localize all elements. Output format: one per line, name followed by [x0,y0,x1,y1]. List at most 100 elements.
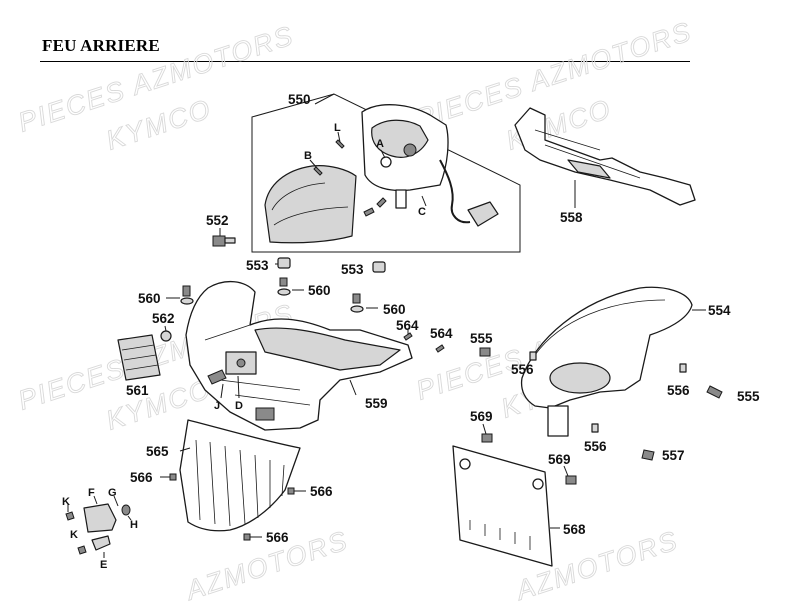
washer [350,305,364,313]
clip-556b [679,363,687,373]
license-plate-568 [452,445,560,567]
bracket-plate [567,159,611,179]
rear-fender-559 [185,281,413,431]
callout-d: D [235,400,243,412]
leader-line [349,379,357,396]
bolt [352,293,361,304]
lens-ridges [271,182,349,226]
leader-line [309,159,318,169]
part-number-553: 553 [246,258,269,273]
bolt-560c [350,293,378,313]
screw-b [313,166,323,176]
bolt-shank [224,237,236,244]
screw-566c [243,533,262,541]
leader-line [421,195,427,207]
part-number-561: 561 [126,383,149,398]
leader-line [164,325,167,332]
washer [277,288,291,296]
socket-hole [236,358,246,368]
fender-tab [255,407,275,421]
leader-line [482,423,487,435]
fender-hole [549,362,611,394]
screw [435,344,445,353]
screw-564b [435,344,445,353]
leader-line [127,515,132,521]
part-number-558: 558 [560,210,583,225]
screw-l [335,139,345,149]
wire-harness [439,159,471,224]
bulb-a [380,156,392,168]
bolt-560a [166,285,194,305]
clip [591,423,599,433]
callout-h: H [130,519,138,531]
washer [180,297,194,305]
license-light-cover [91,535,111,551]
connector-j [207,369,227,385]
screw-lower-2 [376,197,387,208]
bolt-560b [277,277,304,296]
leader-line [314,93,335,105]
part-number-559: 559 [365,396,388,411]
license-light-body [83,503,117,533]
callout-c: C [418,206,426,218]
bolt-head [212,235,226,247]
bracket-edges [534,129,641,179]
part-number-560: 560 [308,283,331,298]
fender-mount-tab [547,405,569,437]
callout-k: K [70,529,78,541]
nut-553a [275,257,291,269]
part-number-569: 569 [548,452,571,467]
leader-line [337,131,341,143]
nut [372,261,386,273]
clip-556c [591,423,599,433]
part-number-556: 556 [511,362,534,377]
fender-upper-face [254,327,401,371]
license-light-group [65,495,132,558]
callout-l: L [334,122,341,134]
part-number-556: 556 [667,383,690,398]
fender-edges [204,324,311,406]
bolt-569b [563,465,577,485]
part-number-566: 566 [310,484,333,499]
part-number-568: 568 [563,522,586,537]
part-number-564: 564 [430,326,453,341]
wire-connector [467,201,499,227]
leader-line [237,375,240,399]
callout-j: J [214,400,220,412]
screw [169,473,177,481]
page-title: FEU ARRIERE [42,36,160,55]
callout-g: G [108,487,117,499]
leader-line [380,149,386,159]
bolt-555b [706,385,723,399]
part-number-553: 553 [341,262,364,277]
bolt [479,347,491,357]
nut [277,257,291,269]
screw [641,449,655,461]
part-number-564: 564 [396,318,419,333]
plate-ticks [469,520,531,550]
part-number-562: 562 [152,311,175,326]
callout-a: A [376,138,384,150]
bolt [565,475,577,485]
plate-hole [459,458,471,470]
part-number-565: 565 [146,444,169,459]
screw [403,332,413,341]
bolt-569a [481,423,493,443]
part-number-566: 566 [130,470,153,485]
bulb-socket [403,143,417,157]
leader-line [220,383,224,399]
part-number-550: 550 [288,92,311,107]
leader-line [93,495,98,505]
screw-lower [363,207,375,217]
screw [287,487,295,495]
leader-line [113,495,119,507]
part-number-555: 555 [470,331,493,346]
plate-body [452,445,553,567]
inner-fender-554 [520,286,706,437]
title-underline [40,61,690,62]
nut-562 [160,325,172,342]
part-number-552: 552 [206,213,229,228]
reflector-ridges [121,344,159,371]
nut [160,330,172,342]
screw-557 [641,449,655,461]
